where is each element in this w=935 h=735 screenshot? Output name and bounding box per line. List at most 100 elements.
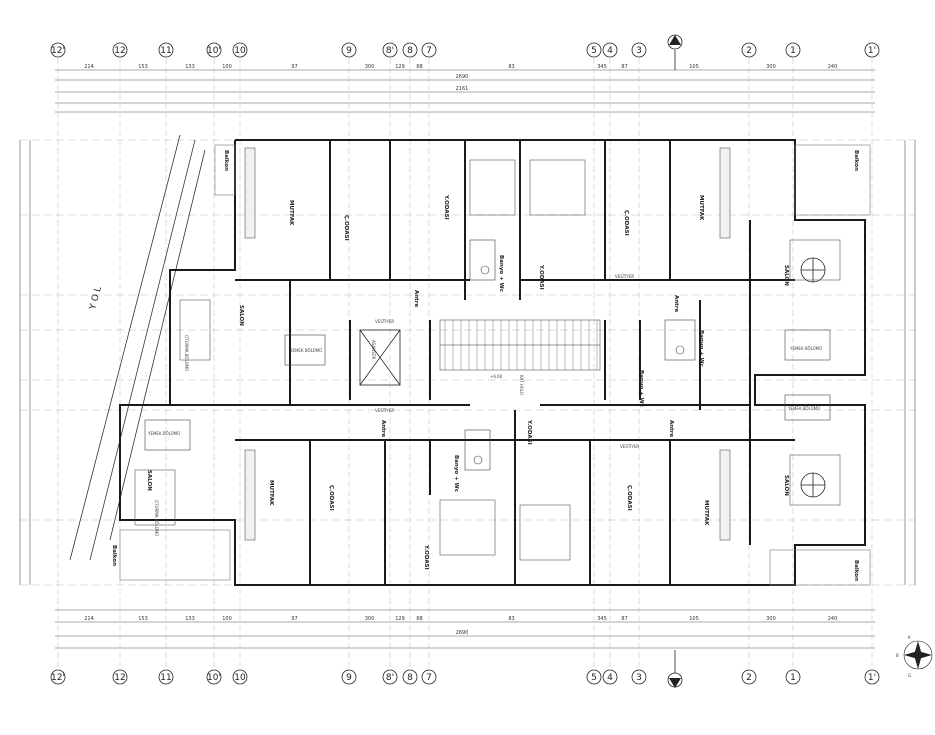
room-label-cocuk-odasi-4: Ç.ODASI	[626, 485, 632, 511]
bottom-segment-dim: 214	[84, 616, 94, 622]
top-segment-dim: 68	[416, 64, 422, 70]
bottom-axis-circle	[50, 669, 66, 685]
overall-dim-bottom: 2690	[456, 630, 469, 636]
road-label: Y O L	[88, 286, 104, 312]
bottom-segment-dim: 300	[766, 616, 776, 622]
bottom-segment-dim: 153	[138, 616, 148, 622]
compass-icon: K B G	[896, 635, 933, 678]
bottom-axis-circle	[232, 669, 248, 685]
overall-dim-second: 2161	[456, 86, 469, 92]
bottom-segment-dim: 345	[597, 616, 607, 622]
section-arrow-top	[667, 34, 683, 70]
dimension-lines-top	[55, 69, 875, 113]
room-label-balkon-4: Balkon	[853, 560, 859, 581]
top-axis-circle	[382, 42, 398, 58]
bottom-axis-circle	[864, 669, 880, 685]
room-label-salon-4: SALON	[783, 475, 789, 496]
room-label-antre-3: Antre	[380, 420, 386, 438]
bottom-segment-dim: 240	[828, 616, 838, 622]
bottom-axis-circle	[421, 669, 437, 685]
top-segment-dim: 129	[395, 64, 405, 70]
top-axis-label: 11	[160, 46, 171, 56]
top-axis-circle	[232, 42, 248, 58]
room-label-yemek-bolumu: YEMEK BÖLÜMÜ	[289, 348, 322, 353]
room-label-vestiyer-2: VESTİYER	[375, 408, 394, 413]
elevator	[359, 329, 401, 386]
top-axis-label: 10'	[207, 46, 221, 56]
top-segment-dim: 83	[508, 64, 514, 70]
room-label-salon-2: SALON	[783, 265, 789, 286]
top-segment-dim: 105	[689, 64, 699, 70]
top-axis-circle	[158, 42, 174, 58]
bottom-axis-label: 12'	[51, 673, 65, 683]
top-segment-dim: 153	[138, 64, 148, 70]
top-axis-circle	[586, 42, 602, 58]
top-axis-label: 1	[790, 46, 796, 56]
bottom-axis-label: 5	[591, 673, 597, 683]
bottom-segment-dim: 105	[689, 616, 699, 622]
bottom-axis-label: 1	[790, 673, 796, 683]
overall-dim-top: 2690	[456, 74, 469, 80]
top-axis-circle	[112, 42, 128, 58]
top-segment-dim: 300	[365, 64, 375, 70]
top-axis-circle	[602, 42, 618, 58]
room-label-cocuk-odasi-2: Ç.ODASI	[623, 210, 629, 236]
top-segment-dim: 97	[291, 64, 297, 70]
svg-text:B: B	[896, 653, 899, 658]
room-label-yemek-bolumu-2: YEMEK BÖLÜMÜ	[147, 431, 180, 436]
bottom-segment-dim: 129	[395, 616, 405, 622]
top-axis-circle	[741, 42, 757, 58]
room-label-yatak-odasi-4: Y.ODASI	[526, 419, 532, 445]
grid-axis-lines	[57, 58, 873, 668]
bottom-axis-label: 8	[407, 673, 413, 683]
room-label-banyo-wc-4: Banyo + Wc	[453, 455, 459, 492]
top-axis-circle	[402, 42, 418, 58]
bottom-segment-dim: 133	[185, 616, 195, 622]
top-axis-label: 12	[114, 46, 125, 56]
bottom-axis-circle	[112, 669, 128, 685]
room-label-yatak-odasi-2: Y.ODASI	[538, 264, 544, 290]
bottom-axis-circle	[631, 669, 647, 685]
top-axis-label: 4	[607, 46, 613, 56]
top-axis-label: 9	[346, 46, 352, 56]
bottom-axis-circle	[402, 669, 418, 685]
bottom-axis-circle	[602, 669, 618, 685]
bottom-axis-circle	[158, 669, 174, 685]
room-label-oturma-bolumu: OTURMA BÖLÜMÜ	[184, 335, 189, 371]
top-axis-label: 8'	[386, 46, 394, 56]
top-segment-dim: 87	[621, 64, 627, 70]
top-segment-dim: 240	[828, 64, 838, 70]
bottom-axis-circle	[206, 669, 222, 685]
top-axis-circle	[631, 42, 647, 58]
top-axis-label: 7	[426, 46, 432, 56]
svg-text:G: G	[908, 673, 911, 678]
bottom-axis-label: 1'	[868, 673, 876, 683]
room-label-antre: Antre	[413, 290, 419, 308]
room-label-cocuk-odasi-3: Ç.ODASI	[328, 485, 334, 511]
bottom-axis-label: 9	[346, 673, 352, 683]
top-axis-circle	[785, 42, 801, 58]
bottom-axis-label: 10	[234, 673, 246, 683]
room-label-antre-4: Antre	[668, 420, 674, 438]
top-segment-dim: 133	[185, 64, 195, 70]
section-arrow-bottom	[667, 650, 683, 688]
room-label-asansor: ASANSÖR	[371, 340, 376, 360]
bottom-axis-circle	[741, 669, 757, 685]
bottom-segment-dim: 87	[621, 616, 627, 622]
top-axis-circle	[341, 42, 357, 58]
room-label-yatak-odasi: Y.ODASI	[443, 194, 449, 220]
room-label-mutfak-3: MUTFAK	[268, 480, 274, 506]
stair-treads	[444, 320, 598, 370]
room-label-salon-3: SALON	[146, 470, 152, 491]
top-axis-label: 8	[407, 46, 413, 56]
bottom-segment-dim: 83	[508, 616, 514, 622]
road-edge	[69, 134, 206, 561]
bottom-axis-circle	[341, 669, 357, 685]
staircase	[439, 319, 601, 371]
room-label-oturma-bolumu-2: OTURMA BÖLÜMÜ	[154, 500, 159, 536]
top-axis-label: 2	[746, 46, 752, 56]
top-segment-dim: 345	[597, 64, 607, 70]
